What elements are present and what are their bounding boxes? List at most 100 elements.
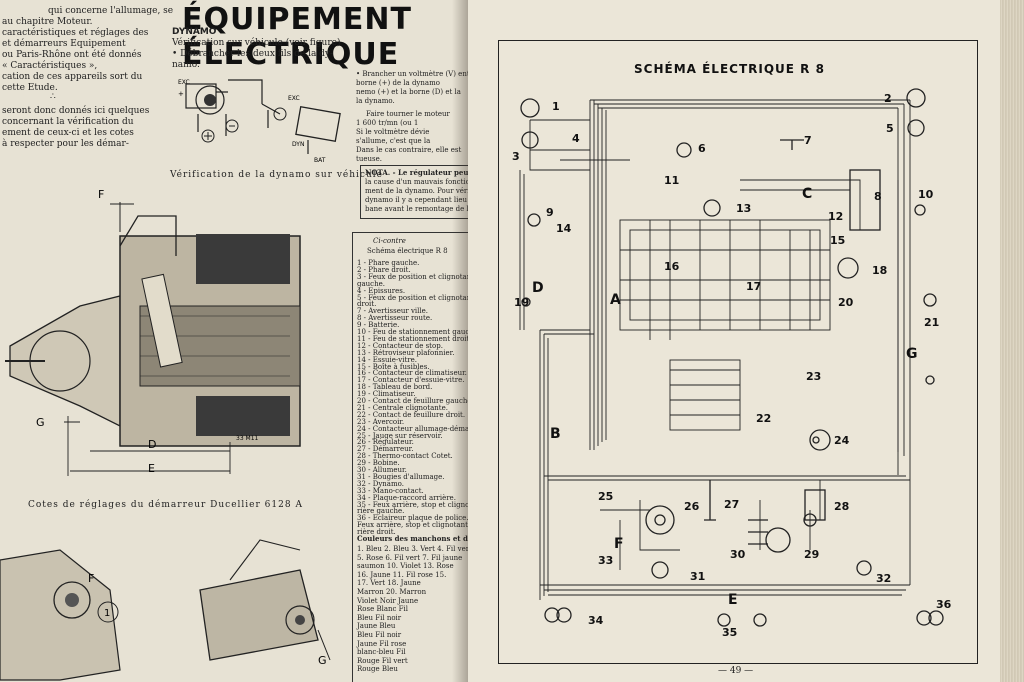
section-title: équipement électrique bbox=[182, 2, 412, 72]
list-item: 33 - Mano-contact. bbox=[357, 486, 424, 495]
figure-label: BAT bbox=[314, 157, 326, 164]
bottom-label: G bbox=[318, 654, 327, 667]
list-item: rière gauche. bbox=[357, 507, 405, 516]
bottom-label: 1 bbox=[104, 608, 110, 619]
component-number: 32 bbox=[876, 572, 891, 585]
component-number: 8 bbox=[874, 190, 882, 203]
component-number: 33 bbox=[598, 554, 613, 567]
dynamo-right-line: nemo (+) et la borne (D) et la bbox=[356, 88, 461, 96]
list-item: 1 - Phare gauche. bbox=[357, 259, 420, 267]
list-item: 17. Vert 18. Jaune bbox=[357, 579, 421, 588]
list-item: 26 - Régulateur. bbox=[357, 438, 414, 447]
intro-line: seront donc donnés ici quelques bbox=[2, 106, 150, 116]
nota-line: dynamo il y a cependant lieu de bbox=[365, 196, 468, 204]
list-item: blanc-bleu Fil bbox=[357, 648, 406, 657]
list-item: Rouge Bleu bbox=[357, 665, 398, 674]
page-edges bbox=[1000, 0, 1024, 682]
list-item: Rouge Fil vert bbox=[357, 656, 408, 665]
starter-label: E bbox=[148, 462, 155, 475]
component-number: 23 bbox=[806, 370, 821, 383]
list-item: 19 - Climatiseur. bbox=[357, 390, 416, 399]
list-item: 12 - Contacteur de stop. bbox=[357, 341, 443, 350]
harness-letter: C bbox=[802, 186, 812, 202]
component-number: 34 bbox=[588, 614, 604, 627]
list-item: Rose Blanc Fil bbox=[357, 605, 408, 614]
component-number: 29 bbox=[804, 548, 819, 561]
component-number: 24 bbox=[834, 434, 850, 447]
intro-line: ement de ceux-ci et les cotes bbox=[2, 128, 134, 138]
harness-letter: G bbox=[906, 346, 918, 362]
intro-line: « Caractéristiques », bbox=[2, 61, 98, 71]
dynamo-right-line: la dynamo. bbox=[356, 97, 395, 105]
component-number: 25 bbox=[598, 490, 613, 503]
component-number: 18 bbox=[872, 264, 887, 277]
list-item: 10 - Feu de stationnement gauche. bbox=[357, 328, 468, 336]
dynamo-line: • Débrancher les deux fils de la dy- bbox=[172, 49, 334, 59]
intro-line: concernant la vérification du bbox=[2, 117, 134, 127]
intro-line: et démarreurs Equipement bbox=[2, 39, 126, 49]
nota-line: bane avant le remontage de la dynamo. bbox=[365, 205, 468, 213]
component-number: 17 bbox=[746, 280, 761, 293]
list-item: Bleu Fil noir bbox=[357, 631, 402, 639]
list-item: 25 - Jauge sur réservoir. bbox=[357, 431, 443, 440]
right-page bbox=[468, 0, 1024, 682]
wiring-diagram: 1 2 3 4 5 6 7 8 9 10 11 12 13 14 15 16 1… bbox=[512, 88, 952, 639]
list-item: 8 - Avertisseur route. bbox=[357, 314, 433, 323]
list-item: 7 - Avertisseur ville. bbox=[357, 307, 428, 316]
component-number: 3 bbox=[512, 150, 520, 163]
component-number: 11 bbox=[664, 174, 679, 187]
dynamo-right-line: s'allume, c'est que la bbox=[356, 137, 431, 145]
component-number: 31 bbox=[690, 570, 705, 583]
nota-box: NOTA. - Le régulateur peut être la cause… bbox=[360, 165, 468, 219]
component-number: 13 bbox=[736, 202, 751, 215]
intro-line: au chapitre Moteur. bbox=[2, 17, 93, 27]
component-number: 15 bbox=[830, 234, 845, 247]
schema-frame bbox=[498, 40, 978, 664]
figure-label: EXC bbox=[178, 79, 190, 86]
starter-caption: Cotes de réglages du démarreur Ducellier… bbox=[28, 500, 303, 510]
list-item: 27 - Démarreur. bbox=[357, 445, 414, 454]
starter-stamp: 33 M11 bbox=[236, 435, 259, 442]
list-item: 32 - Dynamo. bbox=[357, 479, 404, 488]
list-item: 29 - Bobine. bbox=[357, 459, 400, 468]
intro-line: caractéristiques et réglages des bbox=[2, 28, 149, 38]
list-item: 21 - Centrale clignotante. bbox=[357, 403, 448, 412]
dynamo-subheading: Vérification sur véhicule (voir figure) bbox=[172, 38, 341, 48]
component-number: 19 bbox=[514, 296, 529, 309]
list-item: 11 - Feu de stationnement droit. bbox=[357, 334, 468, 343]
intro-line: cette Etude. bbox=[2, 83, 58, 93]
component-number: 20 bbox=[838, 296, 854, 309]
component-number: 28 bbox=[834, 500, 849, 513]
component-number: 12 bbox=[828, 210, 843, 223]
list-item: 23 - Avercoir. bbox=[357, 417, 405, 426]
dynamo-caption: Vérification de la dynamo sur véhicule bbox=[170, 170, 383, 180]
nota-line: NOTA. - Le régulateur peut être bbox=[365, 168, 468, 177]
list-item: Bleu Fil noir bbox=[357, 613, 402, 622]
bottom-label: F bbox=[88, 572, 94, 585]
component-number: 30 bbox=[730, 548, 746, 561]
starter-label: F bbox=[98, 188, 104, 201]
component-number: 14 bbox=[556, 222, 572, 235]
list-item: 9 - Batterie. bbox=[357, 321, 400, 330]
harness-letter: E bbox=[728, 592, 738, 608]
dynamo-right-line: Si le voltmètre dévie bbox=[356, 128, 430, 136]
starter-label: D bbox=[148, 438, 156, 451]
list-item: 36 - Eclaireur plaque de police. bbox=[357, 514, 468, 523]
list-item: 5 - Feux de position et clignotant avant bbox=[357, 293, 468, 302]
component-number: 27 bbox=[724, 498, 739, 511]
starter-cutaway-figure: F G D E 33 M11 bbox=[5, 188, 301, 476]
list-item: 30 - Allumeur. bbox=[357, 466, 407, 474]
component-number: 26 bbox=[684, 500, 700, 513]
list-item: 20 - Contact de feuillure gauche. bbox=[357, 397, 468, 405]
page-number: — 49 — bbox=[718, 666, 754, 676]
list-item: Feux arrière, stop et clignotant ar- bbox=[357, 521, 468, 530]
dynamo-right-line: Dans le cas contraire, elle est bbox=[356, 146, 462, 154]
intro-line: à respecter pour les démar- bbox=[2, 139, 129, 149]
component-number: 7 bbox=[804, 134, 812, 147]
legend-panel: Ci-contre Schéma électrique R 8 1 - Phar… bbox=[352, 232, 468, 682]
list-item: 1. Bleu 2. Bleu 3. Vert 4. Fil vert bbox=[357, 545, 468, 553]
component-number: 16 bbox=[664, 260, 680, 273]
component-number: 6 bbox=[698, 142, 706, 155]
component-number: 35 bbox=[722, 626, 737, 639]
